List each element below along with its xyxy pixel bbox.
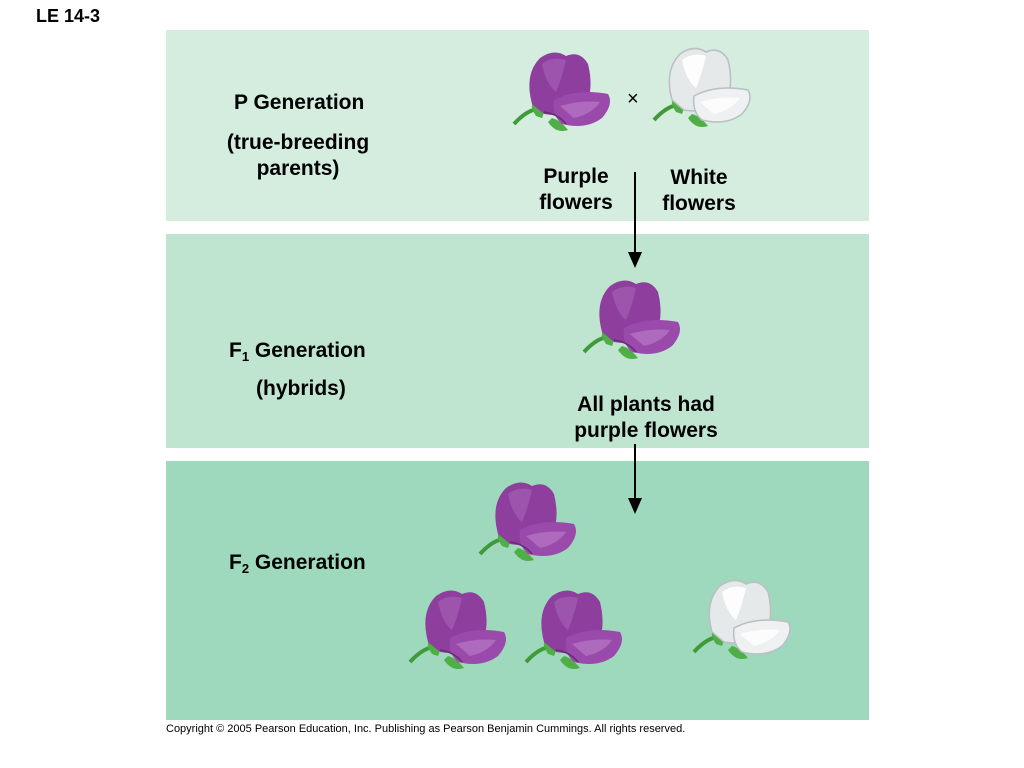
f1-purple-flower-icon — [582, 278, 682, 361]
purple-flowers-label: Purple flowers — [539, 165, 613, 214]
white-flowers-label: White flowers — [662, 166, 736, 215]
f2-purple-flower-icon — [408, 588, 508, 671]
f2-purple-flower-icon — [478, 480, 578, 563]
p-generation-subtitle: (true-breeding parents) — [226, 131, 370, 180]
p-generation-title: P Generation — [234, 91, 365, 114]
f2-purple-flower-icon — [524, 588, 624, 671]
f1-generation-title: F1 Generation — [229, 339, 366, 364]
cross-symbol: × — [627, 88, 639, 110]
arrow-p-to-f1-icon — [628, 172, 642, 268]
p-purple-flower-icon — [512, 50, 612, 133]
copyright-footer: Copyright © 2005 Pearson Education, Inc.… — [166, 723, 686, 735]
f1-result-label: All plants had purple flowers — [574, 393, 718, 442]
f2-generation-title: F2 Generation — [229, 551, 366, 576]
f1-generation-band — [166, 234, 869, 448]
f2-white-flower-icon — [692, 578, 792, 661]
f1-generation-subtitle: (hybrids) — [256, 377, 346, 400]
p-generation-band — [166, 30, 869, 221]
p-white-flower-icon — [652, 46, 752, 129]
slide-label: LE 14-3 — [36, 6, 101, 26]
arrow-f1-to-f2-icon — [628, 444, 642, 514]
